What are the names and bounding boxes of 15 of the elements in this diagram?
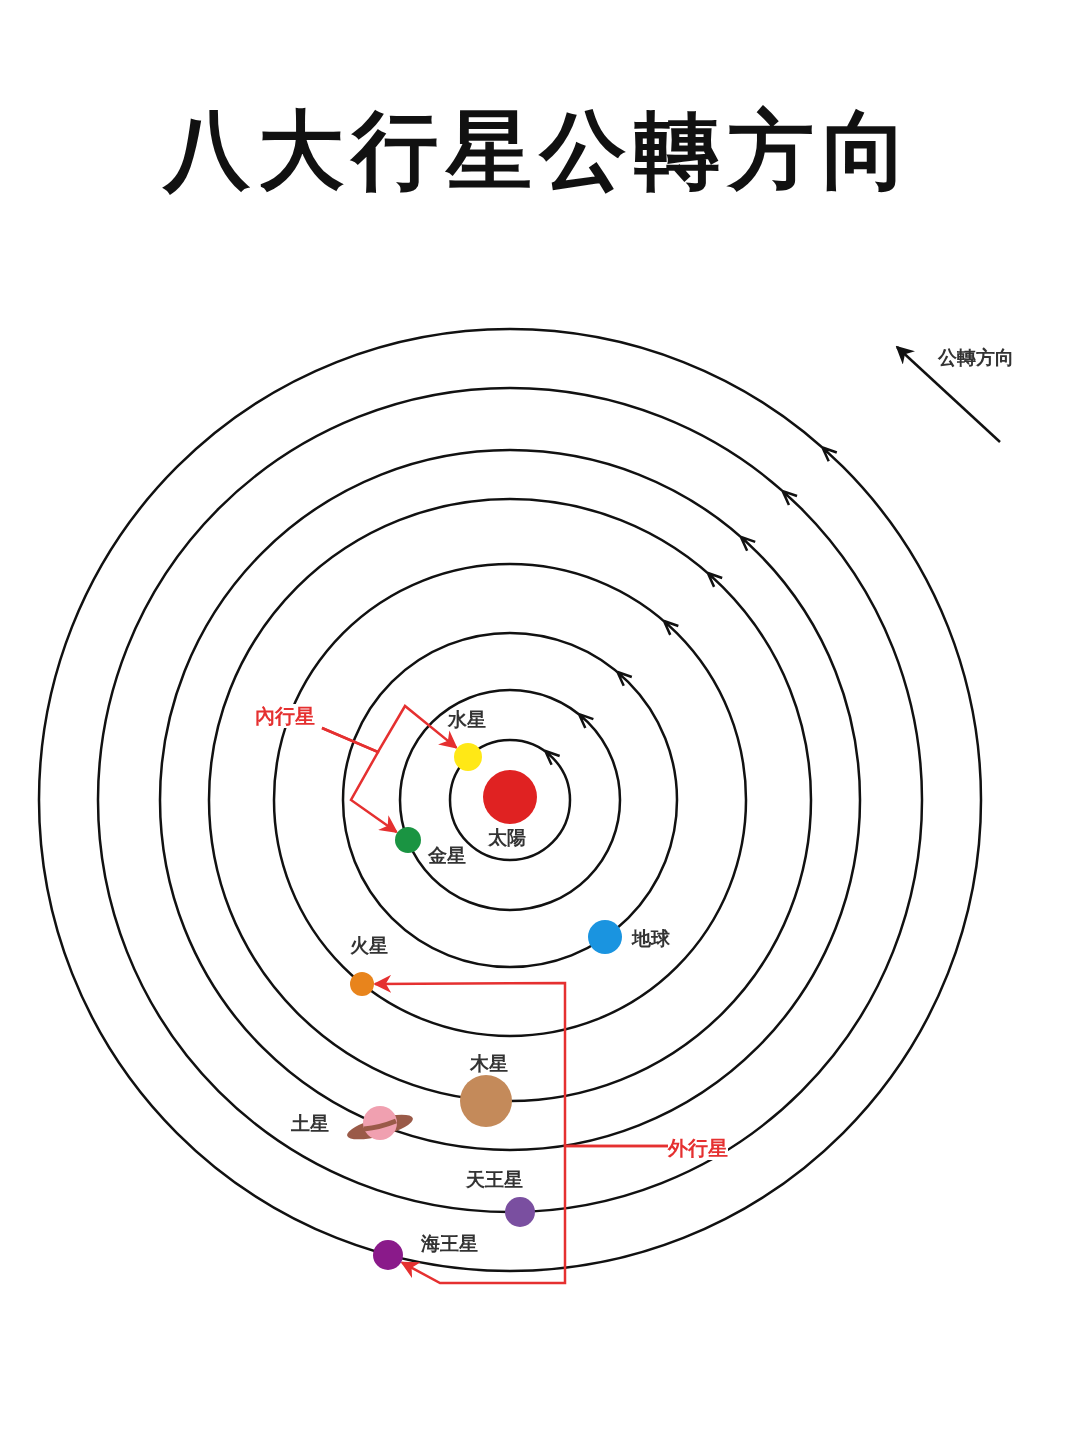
planet-label: 地球 bbox=[632, 927, 670, 949]
title: 八大行星公轉方向 bbox=[161, 98, 917, 202]
leader-arrow bbox=[321, 726, 398, 834]
planet-label: 木星 bbox=[470, 1052, 508, 1074]
planet-label: 海王星 bbox=[421, 1232, 478, 1254]
planet-label: 水星 bbox=[448, 708, 486, 730]
planet-label: 天王星 bbox=[466, 1168, 523, 1190]
group-label: 外行星 bbox=[668, 1136, 728, 1160]
group-label: 內行星 bbox=[255, 704, 315, 728]
sun-label: 太陽 bbox=[488, 826, 526, 848]
planet-label: 金星 bbox=[428, 844, 466, 866]
planet-label: 土星 bbox=[291, 1112, 329, 1134]
direction-label: 公轉方向 bbox=[938, 346, 1014, 368]
leader-arrow bbox=[400, 1144, 668, 1285]
planet-label: 火星 bbox=[350, 934, 388, 956]
